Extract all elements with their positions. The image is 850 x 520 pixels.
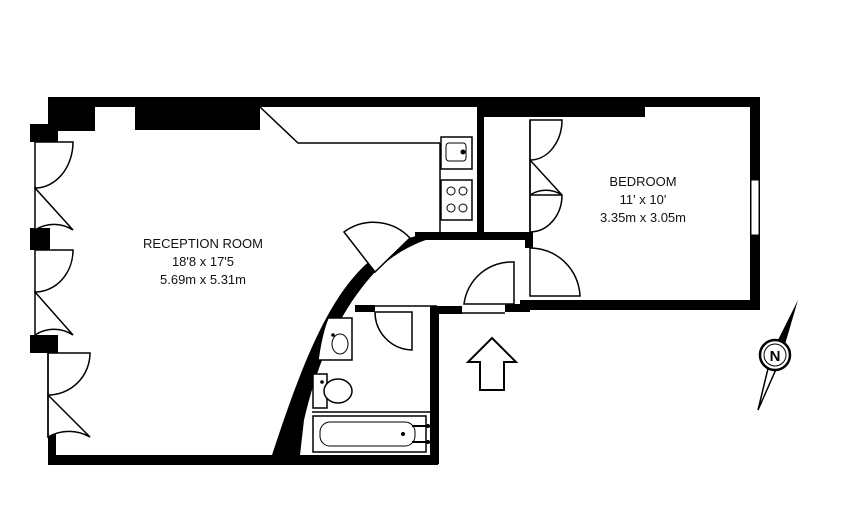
- outer-walls: [30, 97, 760, 465]
- north-compass: N: [757, 300, 798, 411]
- reception-room-imperial: 18'8 x 17'5: [172, 254, 234, 269]
- kitchen-sink-icon: [440, 136, 473, 170]
- bedroom-imperial: 11' x 10': [620, 192, 667, 207]
- kitchen-counter-edge: [259, 106, 440, 144]
- entrance-door: [463, 261, 515, 305]
- bedroom-door: [529, 247, 581, 297]
- compass-letter: N: [770, 348, 781, 365]
- hob-icon: [440, 179, 473, 221]
- bedroom-wardrobe-doors: [529, 119, 563, 233]
- left-french-doors: [34, 141, 91, 439]
- reception-door: [342, 221, 412, 274]
- bedroom-name: BEDROOM: [609, 174, 676, 189]
- reception-room-metric: 5.69m x 5.31m: [160, 272, 246, 287]
- basin-icon: [317, 317, 353, 361]
- entrance-arrow-icon: [465, 336, 519, 391]
- bathroom-door: [374, 311, 413, 351]
- toilet-icon: [312, 373, 353, 409]
- bath-icon: [312, 415, 430, 453]
- bedroom-metric: 3.35m x 3.05m: [600, 210, 686, 225]
- bedroom-window: [750, 179, 760, 236]
- reception-room-name: RECEPTION ROOM: [143, 236, 263, 251]
